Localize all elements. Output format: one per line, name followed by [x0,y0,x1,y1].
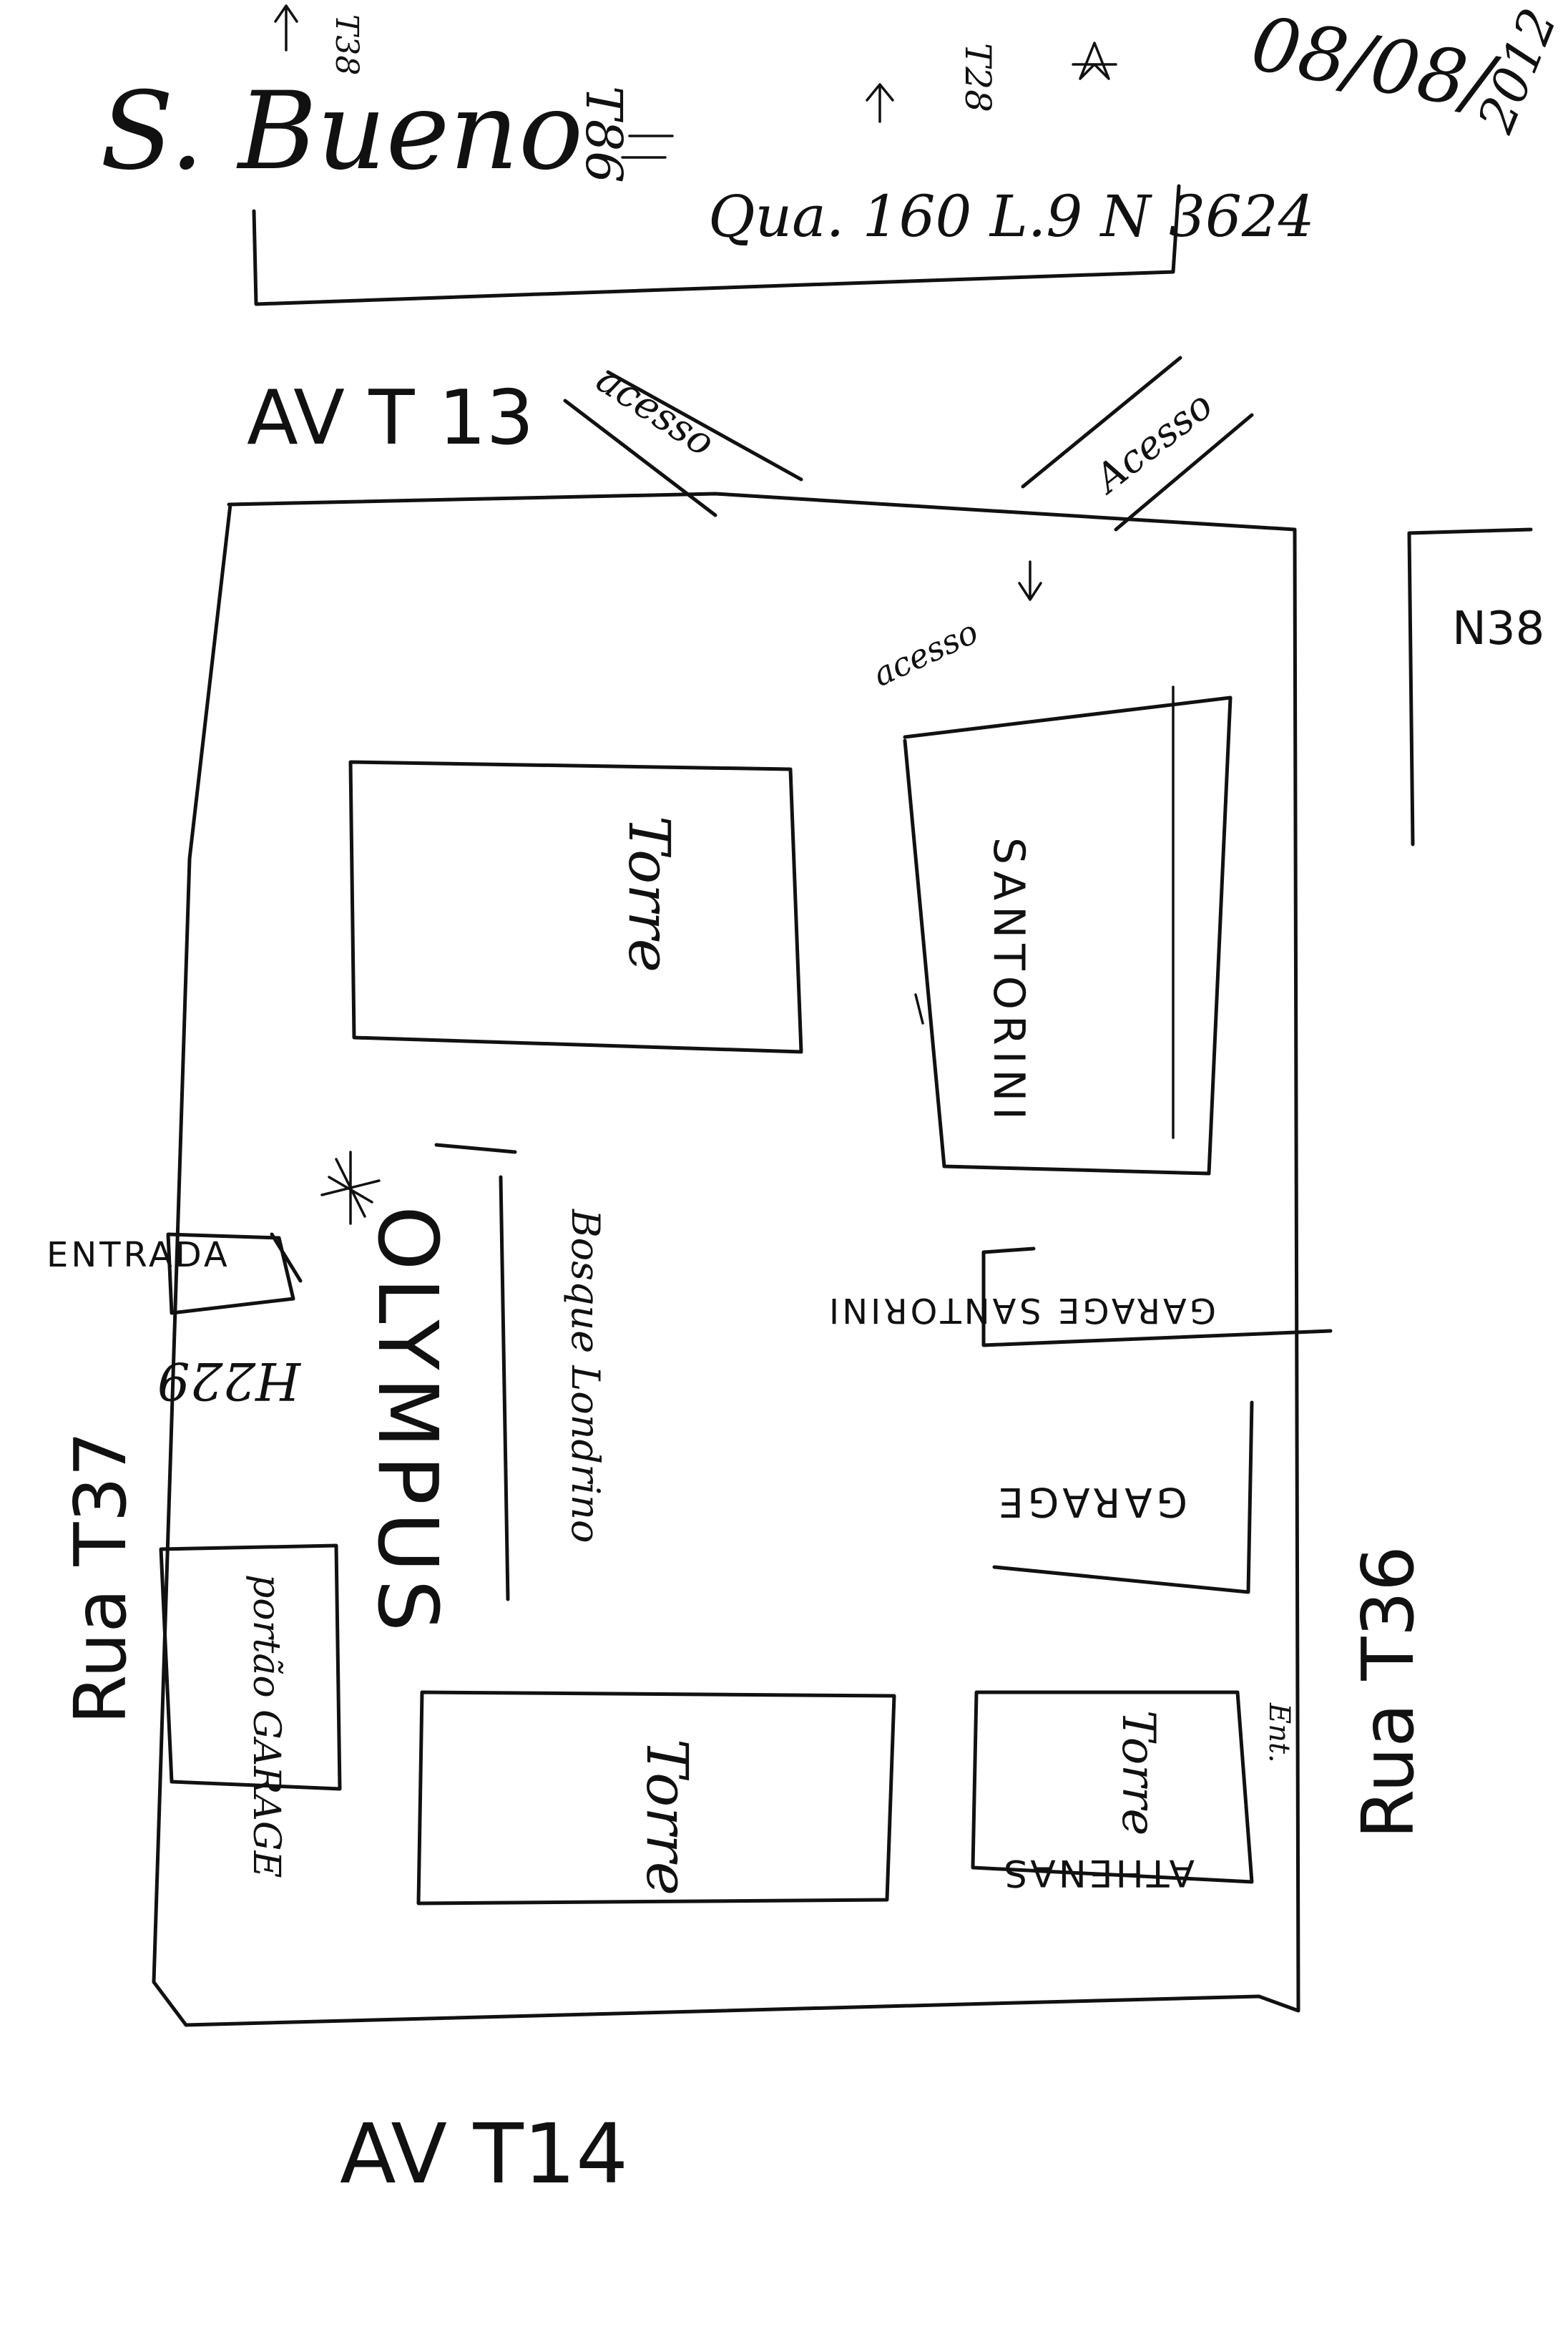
access-right-label: Acesso [1084,382,1221,503]
entrada-label: ENTRADA [46,1235,230,1275]
garage-santorini-label: GARAGE SANTORINI [826,1290,1216,1330]
street-north: AV T 13 [247,374,534,462]
olympus-label: OLYMPUS [359,1206,455,1639]
garage-middle-label: GARAGE [994,1478,1187,1525]
address-text: Qua. 160 L.9 N 3624 [708,183,1315,250]
neighbor-lot [1407,527,1533,846]
santorini-building [903,696,1233,1176]
olympus-wall [434,1143,517,1601]
entrada-gate [166,1232,303,1315]
access-inner-arrow [1018,560,1042,601]
compass-icon [1072,42,1117,80]
north-arrow-icon [866,83,894,123]
athenas-tower-label: Torre [1112,1710,1165,1835]
santorini-label: SANTORINI [984,837,1034,1126]
marker-t86: T86 [574,86,633,183]
garage-middle [992,1400,1254,1594]
tower-bottom [416,1690,896,1906]
portao-garage [159,1543,342,1791]
tick-mark [621,135,674,159]
bosque-label: Bosque Londrino [563,1209,608,1543]
address-bracket [252,184,1181,306]
olympus-number: H229 [157,1351,302,1411]
marker-t38: T38 [328,14,365,75]
tower-top-left-label: Torre [616,816,682,972]
santorini-wall [914,685,1175,1139]
street-east: Rua T36 [1346,1546,1430,1839]
athenas-tower [971,1690,1254,1884]
access-left-label: acesso [589,356,722,465]
garage-santorini [981,1246,1333,1347]
place-name: S. Bueno [100,69,583,194]
access-left-road [563,370,803,517]
access-right-road [1021,356,1254,532]
date-text: 08/08/ [1245,0,1505,129]
athenas-label: ATHENAS [1001,1851,1195,1894]
portao-label: portão GARAGE [245,1574,288,1878]
tower-top-left [348,760,803,1054]
marker-t28: T28 [957,43,999,112]
neighbor-label: N38 [1452,602,1544,655]
street-west: Rua T37 [59,1431,142,1724]
access-inner-label: acesso [867,612,984,694]
street-south: AV T14 [340,2107,628,2202]
star-icon [320,1151,381,1225]
tower-bottom-label: Torre [634,1739,700,1895]
exit-mark: Ent. [1263,1702,1295,1763]
north-arrow-icon [274,4,298,52]
